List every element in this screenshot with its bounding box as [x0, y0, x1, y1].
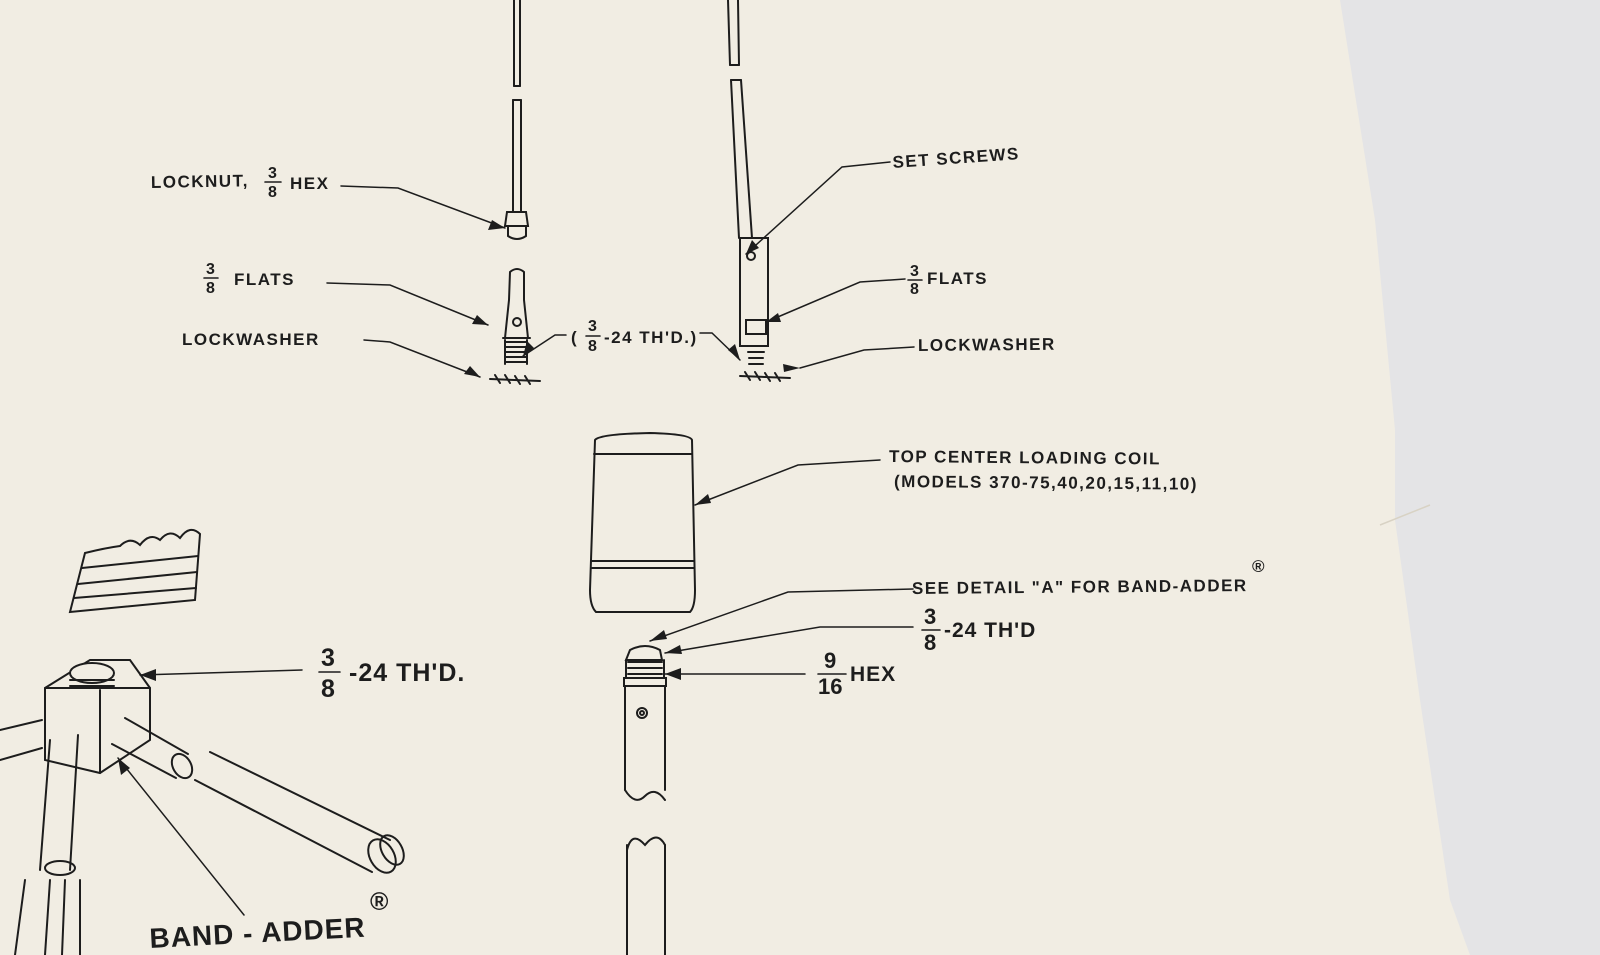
lower-mast	[623, 645, 667, 955]
thread-right-fraction-num: 3	[924, 604, 936, 629]
band-adder-arms	[0, 717, 405, 955]
locknut-fraction-den: 8	[268, 184, 277, 201]
label-locknut: LOCKNUT,	[151, 171, 249, 192]
paper-fold-crease	[1379, 504, 1431, 526]
label-thread-right: -24 TH'D	[944, 619, 1036, 642]
thread-left-big-fraction-den: 8	[321, 675, 336, 703]
label-thread-left-big: -24 TH'D.	[349, 659, 465, 687]
leader-lines	[117, 161, 915, 916]
flats-left-fraction-num: 3	[206, 261, 215, 278]
band-adder-hub	[44, 659, 151, 775]
fraction-bars	[203, 181, 941, 675]
detail-fragment	[68, 528, 202, 614]
loading-coil	[588, 431, 697, 613]
label-thread-center: -24 TH'D.)	[604, 328, 698, 347]
flats-right-fraction-num: 3	[910, 263, 919, 280]
right-whip-rod	[727, 0, 753, 239]
arrowheads	[118, 220, 800, 775]
hex-right-fraction-den: 16	[818, 674, 842, 699]
label-coil-line2: (MODELS 370-75,40,20,15,11,10)	[894, 472, 1198, 494]
thread-center-fraction-num: 3	[588, 318, 597, 335]
label-coil-line1: TOP CENTER LOADING COIL	[889, 447, 1161, 468]
label-flats-right: FLATS	[927, 269, 988, 288]
label-locknut-hex: HEX	[290, 174, 329, 193]
label-hex-right: HEX	[850, 663, 896, 686]
right-lockwasher	[739, 371, 791, 382]
left-whip-rod	[512, 0, 522, 213]
thread-right-fraction-den: 8	[924, 630, 936, 655]
see-detail-registered-mark: ®	[1252, 557, 1266, 576]
right-clamp-body	[739, 237, 769, 365]
flats-left-fraction-den: 8	[206, 280, 215, 297]
label-flats-left: FLATS	[234, 270, 295, 289]
left-lockwasher	[489, 374, 541, 385]
thread-center-fraction-den: 8	[588, 338, 597, 355]
left-flats-stud	[502, 268, 531, 365]
band-adder-registered-mark: ®	[370, 888, 389, 916]
label-see-detail: SEE DETAIL "A" FOR BAND-ADDER	[912, 576, 1248, 598]
thread-left-big-fraction-num: 3	[321, 644, 336, 672]
flats-right-fraction-den: 8	[910, 281, 919, 298]
label-lockwasher-right: LOCKWASHER	[918, 335, 1056, 355]
thread-center-open-paren: (	[571, 328, 578, 347]
left-locknut	[503, 211, 530, 240]
label-lockwasher-left: LOCKWASHER	[182, 330, 320, 349]
paper-sheet	[0, 0, 1470, 955]
hex-right-fraction-num: 9	[824, 648, 836, 673]
locknut-fraction-num: 3	[268, 165, 277, 182]
